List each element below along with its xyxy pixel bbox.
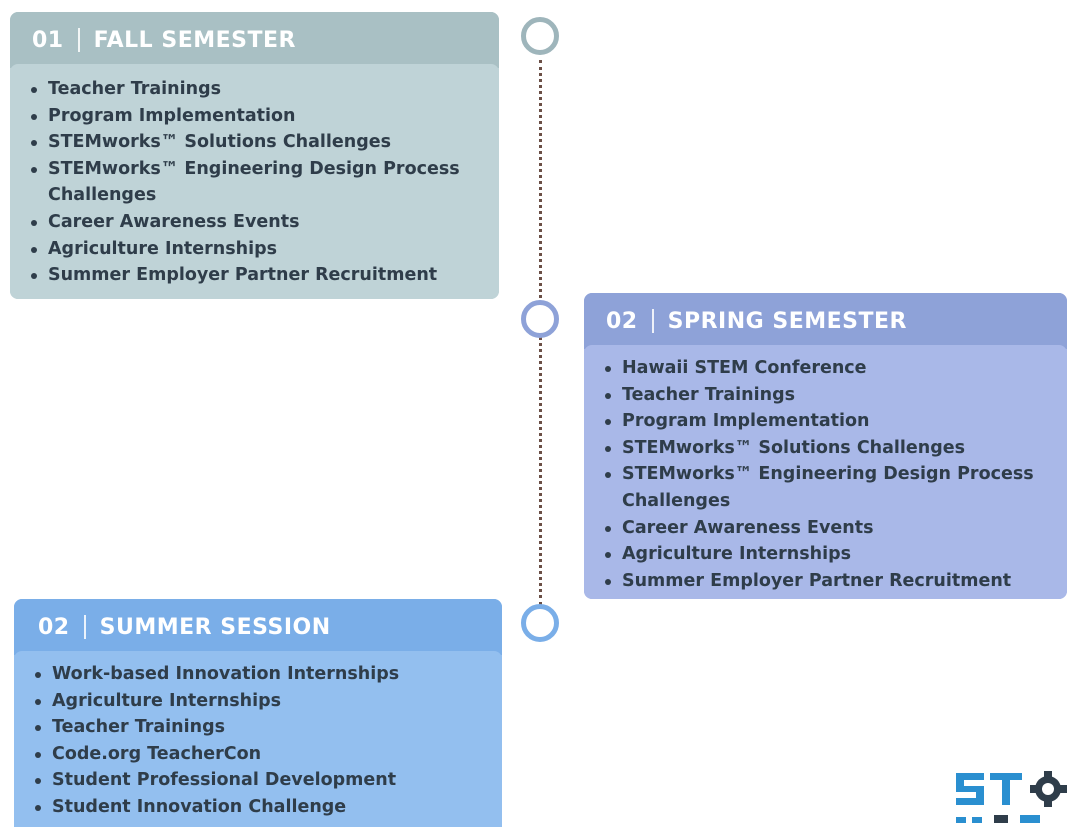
spring-semester-header: 02 SPRING SEMESTER bbox=[584, 293, 1067, 349]
list-item: Career Awareness Events bbox=[600, 515, 1051, 542]
list-item: Agriculture Internships bbox=[30, 688, 486, 715]
timeline-node-fall bbox=[521, 17, 559, 55]
list-item: STEMworks™ Engineering Design Process Ch… bbox=[600, 461, 1051, 514]
list-item: Teacher Trainings bbox=[30, 714, 486, 741]
summer-session-header: 02 SUMMER SESSION bbox=[14, 599, 502, 655]
fall-semester-header: 01 FALL SEMESTER bbox=[10, 12, 499, 68]
list-item: Work-based Innovation Internships bbox=[30, 661, 486, 688]
summer-session-number: 02 bbox=[38, 614, 70, 640]
list-item: Hawaii STEM Conference bbox=[600, 355, 1051, 382]
spring-semester-card: 02 SPRING SEMESTER Hawaii STEM Conferenc… bbox=[584, 293, 1067, 599]
timeline-node-summer bbox=[521, 604, 559, 642]
list-item: Summer Employer Partner Recruitment bbox=[26, 262, 483, 289]
summer-session-card: 02 SUMMER SESSION Work-based Innovation … bbox=[14, 599, 502, 827]
timeline-node-spring bbox=[521, 300, 559, 338]
spring-semester-body: Hawaii STEM Conference Teacher Trainings… bbox=[584, 345, 1067, 599]
fall-semester-number: 01 bbox=[32, 27, 64, 53]
list-item: Program Implementation bbox=[26, 103, 483, 130]
list-item: Agriculture Internships bbox=[26, 236, 483, 263]
summer-session-body: Work-based Innovation Internships Agricu… bbox=[14, 651, 502, 827]
spring-semester-number: 02 bbox=[606, 308, 638, 334]
spring-semester-list: Hawaii STEM Conference Teacher Trainings… bbox=[600, 355, 1051, 594]
list-item: Teacher Trainings bbox=[26, 76, 483, 103]
fall-semester-card: 01 FALL SEMESTER Teacher Trainings Progr… bbox=[10, 12, 499, 299]
list-item: Code.org TeacherCon bbox=[30, 741, 486, 768]
list-item: Teacher Trainings bbox=[600, 382, 1051, 409]
header-separator bbox=[77, 28, 80, 52]
list-item: Summer Employer Partner Recruitment bbox=[600, 568, 1051, 595]
header-separator bbox=[651, 309, 654, 333]
list-item: STEMworks™ Solutions Challenges bbox=[600, 435, 1051, 462]
list-item: Program Implementation bbox=[600, 408, 1051, 435]
list-item: Career Awareness Events bbox=[26, 209, 483, 236]
list-item: STEMworks™ Engineering Design Process Ch… bbox=[26, 156, 483, 209]
header-separator bbox=[83, 615, 86, 639]
list-item: Student Professional Development bbox=[30, 767, 486, 794]
summer-session-list: Work-based Innovation Internships Agricu… bbox=[30, 661, 486, 821]
summer-session-title: SUMMER SESSION bbox=[99, 614, 331, 640]
list-item: Student Innovation Challenge bbox=[30, 794, 486, 821]
list-item: Agriculture Internships bbox=[600, 541, 1051, 568]
stemworks-logo-icon bbox=[950, 765, 1067, 827]
fall-semester-list: Teacher Trainings Program Implementation… bbox=[26, 76, 483, 289]
list-item: STEMworks™ Solutions Challenges bbox=[26, 129, 483, 156]
fall-semester-title: FALL SEMESTER bbox=[93, 27, 296, 53]
fall-semester-body: Teacher Trainings Program Implementation… bbox=[10, 64, 499, 299]
spring-semester-title: SPRING SEMESTER bbox=[667, 308, 907, 334]
